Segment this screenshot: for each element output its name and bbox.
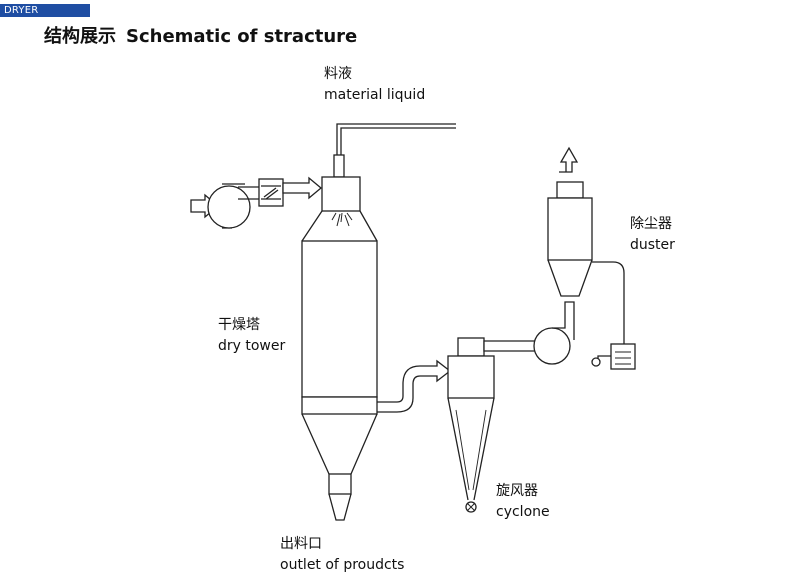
label-dry-tower-zh: 干燥塔 (218, 317, 260, 333)
page-title-en: Schematic of stracture (126, 26, 358, 47)
water-tank (591, 343, 636, 370)
label-duster-en: duster (630, 237, 675, 253)
label-cyclone-en: cyclone (496, 504, 550, 520)
label-duster: 除尘器 duster (630, 214, 675, 256)
label-material-liquid: 料液 material liquid (324, 64, 425, 106)
air-inlet (190, 176, 323, 229)
label-material-liquid-en: material liquid (324, 87, 426, 103)
label-cyclone: 旋风器 cyclone (496, 481, 550, 523)
label-outlet-zh: 出料口 (280, 536, 322, 552)
label-cyclone-zh: 旋风器 (496, 483, 538, 499)
feed-pipe (333, 123, 456, 178)
label-outlet-en: outlet of proudcts (280, 557, 405, 573)
label-dry-tower-en: dry tower (218, 338, 286, 354)
duster-unit (547, 146, 625, 344)
label-outlet: 出料口 outlet of proudcts (280, 534, 404, 576)
label-material-liquid-zh: 料液 (324, 66, 352, 82)
dry-tower (301, 176, 378, 521)
label-dry-tower: 干燥塔 dry tower (218, 315, 285, 357)
duct-to-cyclone (377, 359, 452, 413)
label-duster-zh: 除尘器 (630, 216, 672, 232)
page-title-zh: 结构展示 (44, 26, 116, 47)
product-tag: DRYER (0, 4, 90, 17)
cyclone-separator (447, 337, 495, 513)
page-title: 结构展示 Schematic of stracture (44, 22, 357, 48)
duct-to-duster (483, 301, 575, 365)
